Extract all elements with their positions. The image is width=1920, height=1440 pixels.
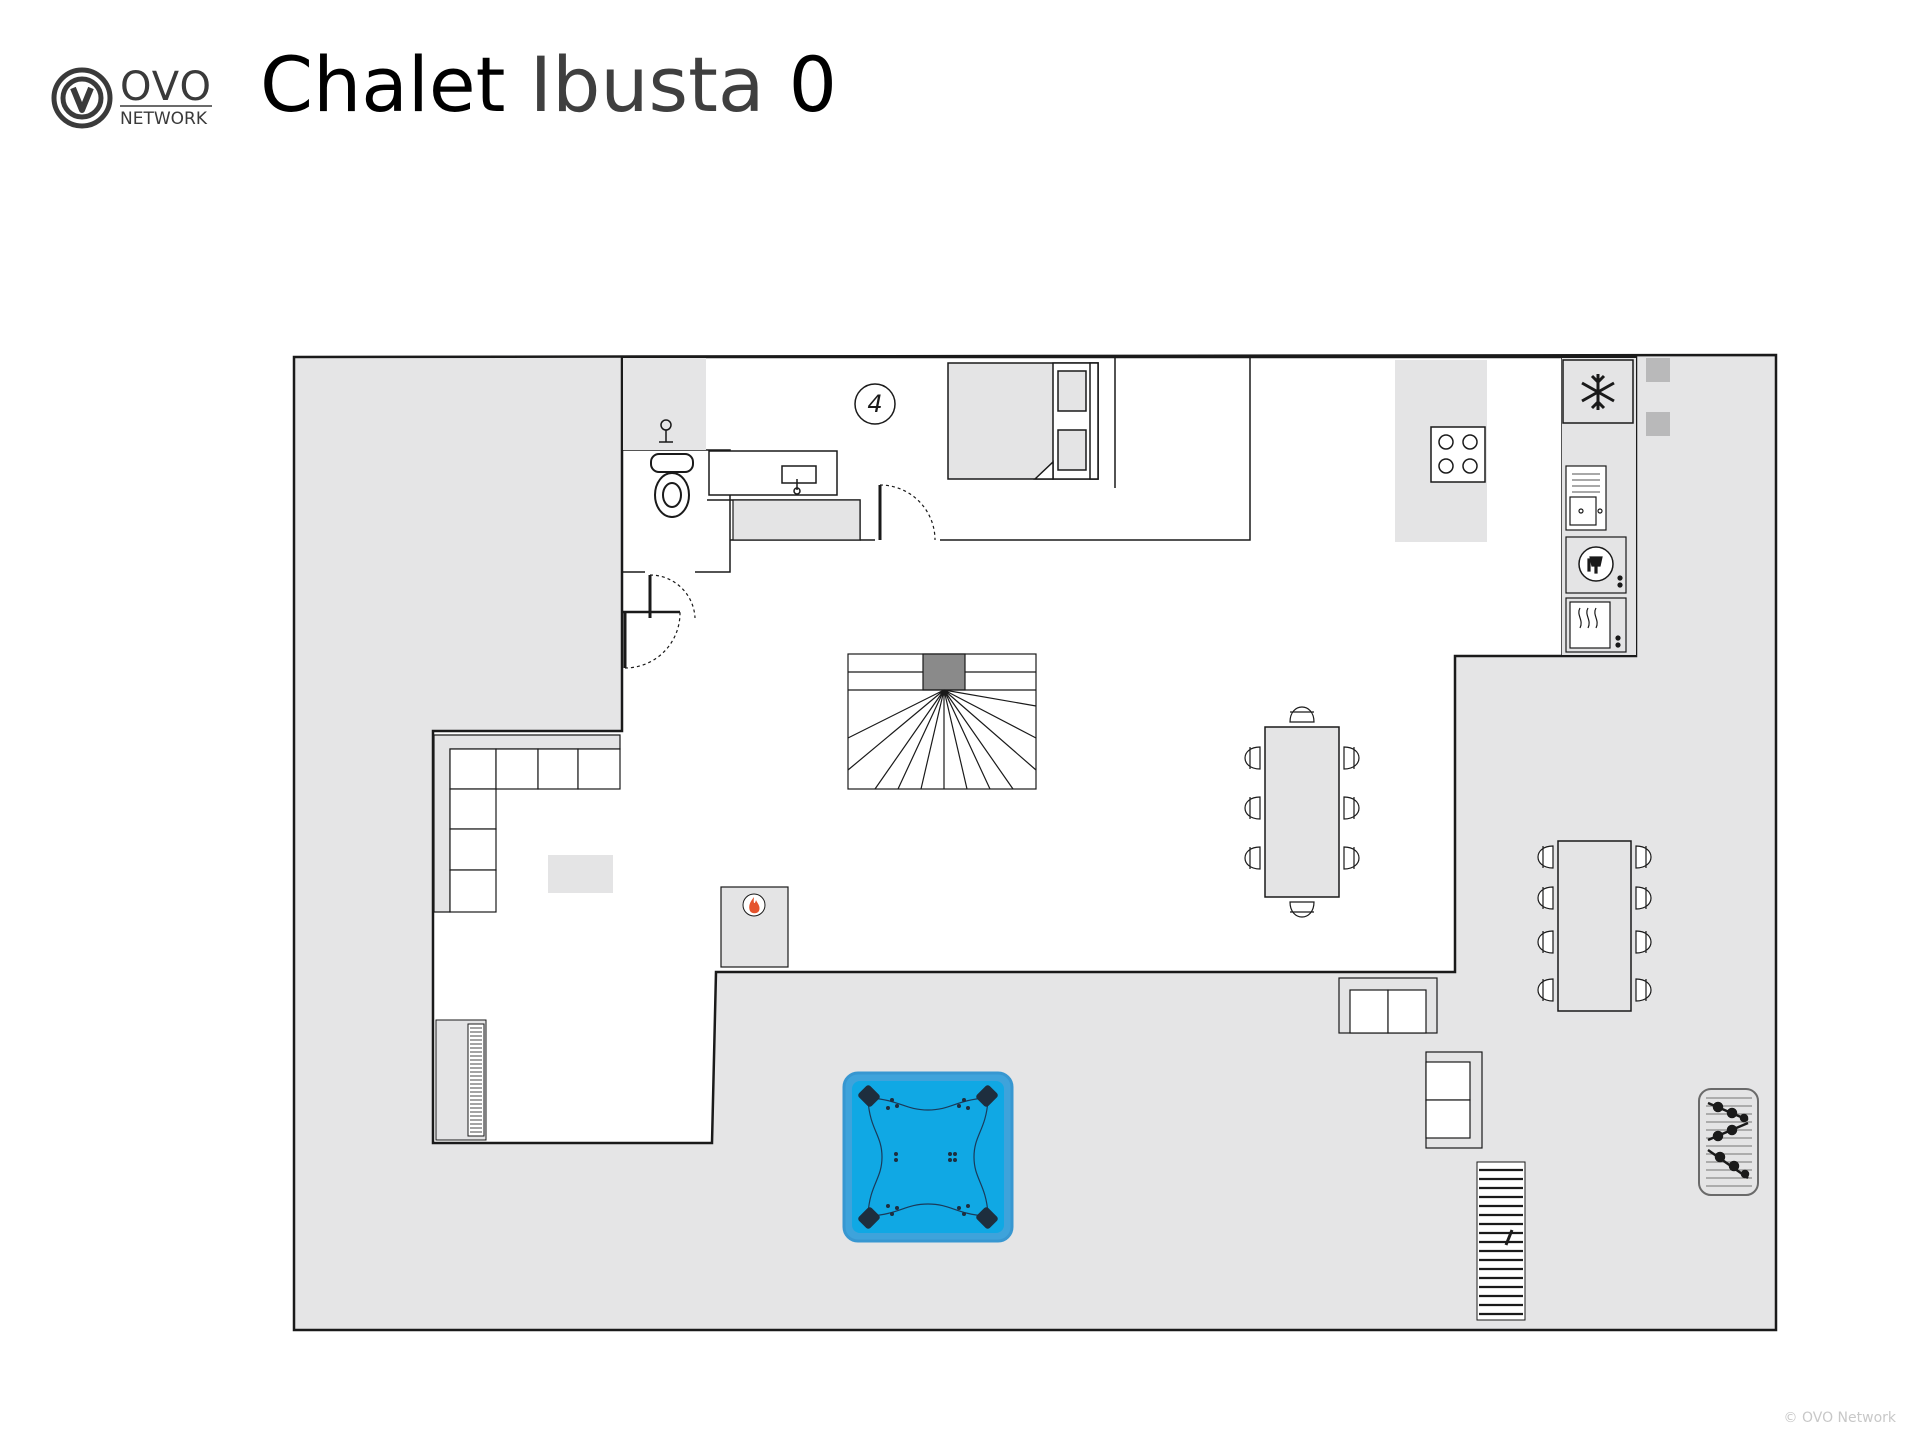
coffee-table: [548, 855, 613, 893]
chair: [1244, 796, 1261, 820]
double-bed: [947, 362, 1099, 480]
outdoor-sofa-2: [1425, 1051, 1483, 1149]
snowflake-icon: [1581, 374, 1615, 410]
chair: [1635, 886, 1652, 910]
title-name: Ibusta: [529, 40, 765, 129]
wardrobe: [732, 499, 861, 541]
bbq-icon: [1698, 1088, 1759, 1196]
chair: [1635, 845, 1652, 869]
fridge: [1562, 359, 1634, 424]
piano-icon: [435, 1019, 487, 1141]
wine-glass-icon: [1587, 556, 1603, 574]
wine-cooler: [1565, 536, 1627, 594]
fire-icon: [749, 897, 760, 914]
stove-icon: [1430, 426, 1486, 483]
chair: [1343, 846, 1360, 870]
toilet-icon: [650, 453, 694, 518]
title-chalet: Chalet: [260, 40, 506, 129]
ovo-network-logo: OVO NETWORK: [51, 64, 212, 129]
chair: [1244, 746, 1261, 770]
title-level: 0: [788, 40, 837, 129]
chair: [1537, 978, 1554, 1002]
indoor-dining-table: [1244, 706, 1360, 918]
vanity: [708, 450, 838, 496]
logo-brand: OVO: [120, 64, 212, 110]
sun-lounger: [1476, 1161, 1526, 1321]
page-title: Chalet Ibusta 0: [260, 40, 837, 130]
chair: [1343, 796, 1360, 820]
chair: [1537, 845, 1554, 869]
bathroom-area: [623, 358, 706, 450]
microwave-icon: [1565, 597, 1627, 653]
chair: [1244, 846, 1261, 870]
room-number-circle: [854, 383, 896, 425]
ovo-logo-icon: [51, 67, 113, 129]
sink-counter: [1565, 465, 1607, 531]
outdoor-pad-2: [1646, 412, 1670, 436]
chair: [1635, 978, 1652, 1002]
chair: [1635, 930, 1652, 954]
chair: [1289, 901, 1315, 918]
staircase: [847, 653, 1037, 790]
chair: [1289, 706, 1315, 723]
fireplace: [720, 886, 789, 968]
sink-icon: [793, 487, 801, 495]
doors: [623, 484, 936, 669]
copyright-notice: © OVO Network: [1783, 1410, 1896, 1426]
room-number: 4: [867, 390, 882, 418]
bidet-spray-icon: [659, 419, 673, 443]
hot-tub-icon: [842, 1071, 1014, 1243]
chair: [1343, 746, 1360, 770]
corner-sofa: [433, 734, 621, 913]
logo-sub: NETWORK: [120, 109, 208, 129]
outdoor-pad-1: [1646, 358, 1670, 382]
chair: [1537, 886, 1554, 910]
outdoor-dining-table: [1537, 840, 1652, 1012]
chair: [1537, 930, 1554, 954]
outdoor-sofa-1: [1338, 977, 1438, 1034]
